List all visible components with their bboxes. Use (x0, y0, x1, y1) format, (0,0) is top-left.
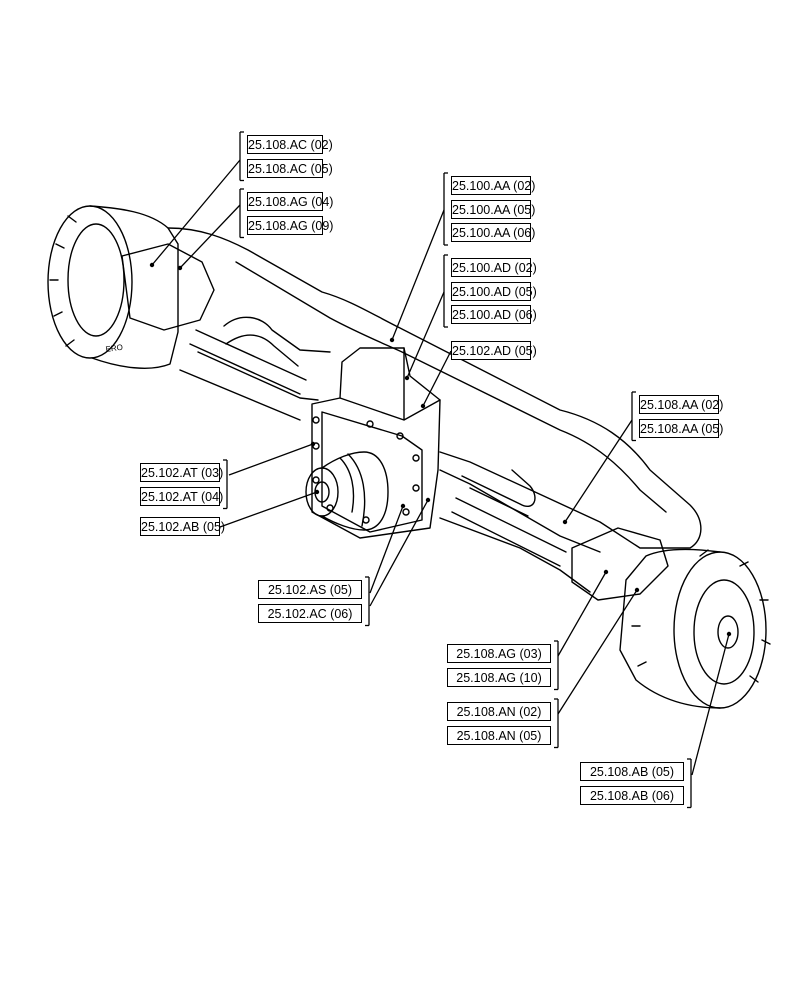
hydraulic-hose-right (461, 469, 536, 517)
callout-g-108-ag-top-1[interactable]: 25.108.AG (09) (247, 215, 333, 235)
left-hub-body (89, 205, 179, 369)
callout-g-100-aa-1[interactable]: 25.100.AA (05) (451, 199, 535, 219)
leader-dot-g-108-ac-0 (149, 262, 155, 268)
right-hub-outer (673, 551, 767, 709)
leader-g-102-at-0 (228, 443, 314, 476)
leader-dot-g-102-as-0 (400, 503, 406, 509)
callout-g-108-ac-0[interactable]: 25.108.AC (02) (247, 135, 333, 154)
callout-g-108-ag-top-0[interactable]: 25.108.AG (04) (247, 192, 333, 211)
callout-g-102-at-0[interactable]: 25.102.AT (03) (140, 463, 223, 482)
steering-cylinder-right (451, 497, 567, 567)
leader-dot-g-108-aa-0 (562, 519, 568, 525)
callout-g-108-ag-bottom-1[interactable]: 25.108.AG (10) (447, 667, 551, 687)
leader-dot-g-108-ag-bottom-0 (603, 569, 609, 575)
differential-cover-ridge (339, 347, 441, 421)
right-knuckle (571, 527, 669, 601)
leader-lines (151, 131, 730, 809)
leader-dot-g-108-ab-0 (726, 631, 732, 637)
hydraulic-hose-left (223, 316, 331, 367)
axle-housing-bottom-line (179, 369, 591, 593)
leader-g-100-aa-0 (391, 209, 445, 341)
axle-housing-outline (167, 227, 702, 549)
differential-flange-face (321, 411, 423, 533)
differential-housing (311, 347, 441, 539)
leader-dot-g-102-as-1 (425, 497, 431, 503)
callout-g-100-aa-0[interactable]: 25.100.AA (02) (451, 176, 535, 195)
leader-g-108-ag-top-0 (179, 204, 241, 269)
leader-g-102-as-1 (369, 499, 429, 607)
leader-g-108-aa-0 (564, 419, 633, 523)
leader-dot-g-108-an-0 (634, 587, 640, 593)
axle-housing-lower-line (197, 351, 601, 553)
leader-g-100-ad-0 (406, 291, 445, 379)
callout-g-108-ag-bottom-0[interactable]: 25.108.AG (03) (447, 644, 551, 663)
leader-dot-g-102-at-0 (310, 441, 316, 447)
callout-g-108-ac-1[interactable]: 25.108.AC (05) (247, 158, 333, 178)
leader-g-102-ad-0 (422, 350, 452, 407)
leader-dot-g-102-ab-0 (314, 489, 320, 495)
leader-dot-g-108-ag-top-0 (177, 265, 183, 271)
right-hub-body (619, 548, 721, 709)
left-knuckle (121, 243, 215, 331)
leader-g-108-ab-0 (691, 633, 730, 776)
right-hub-center (717, 615, 739, 649)
leader-g-108-ac-0 (151, 159, 241, 266)
right-hub-face (693, 579, 755, 685)
left-wheel-studs (49, 215, 77, 347)
callout-g-102-as-0[interactable]: 25.102.AS (05) (258, 580, 362, 599)
leader-dots (149, 262, 732, 637)
pinion-housing (321, 451, 389, 531)
axle-housing-rear-line (235, 261, 667, 513)
leader-g-108-ag-bottom-0 (557, 571, 607, 657)
hub-marking: ERO (105, 343, 123, 354)
leader-g-108-an-0 (557, 589, 638, 715)
callout-g-108-ab-1[interactable]: 25.108.AB (06) (580, 785, 684, 805)
pinion-housing-inner (339, 453, 366, 527)
leader-g-102-as-0 (369, 505, 404, 594)
leader-g-102-ab-0 (219, 491, 318, 528)
callout-g-100-ad-2[interactable]: 25.100.AD (06) (451, 305, 537, 324)
leader-dot-g-100-aa-0 (389, 337, 395, 343)
right-wheel-studs (631, 549, 771, 683)
callout-g-108-aa-1[interactable]: 25.108.AA (05) (639, 418, 723, 438)
leader-dot-g-100-ad-0 (404, 375, 410, 381)
callout-g-100-ad-0[interactable]: 25.100.AD (02) (451, 258, 537, 277)
callout-g-108-an-1[interactable]: 25.108.AN (05) (447, 725, 551, 745)
callout-g-102-ab-0[interactable]: 25.102.AB (05) (140, 517, 225, 536)
callout-g-102-as-1[interactable]: 25.102.AC (06) (258, 603, 362, 623)
callout-g-102-ad-0[interactable]: 25.102.AD (05) (451, 341, 537, 360)
callout-g-100-aa-2[interactable]: 25.100.AA (06) (451, 223, 535, 242)
callout-g-108-ab-0[interactable]: 25.108.AB (05) (580, 762, 684, 781)
left-hub-inner (67, 223, 125, 337)
callout-g-108-an-0[interactable]: 25.108.AN (02) (447, 702, 551, 721)
flange-bolts (312, 416, 420, 524)
steering-cylinder-left (189, 329, 307, 395)
callout-g-108-aa-0[interactable]: 25.108.AA (02) (639, 395, 723, 414)
callout-g-102-at-1[interactable]: 25.102.AT (04) (140, 486, 223, 506)
leader-dot-g-102-ad-0 (420, 403, 426, 409)
callout-g-100-ad-1[interactable]: 25.100.AD (05) (451, 281, 537, 301)
